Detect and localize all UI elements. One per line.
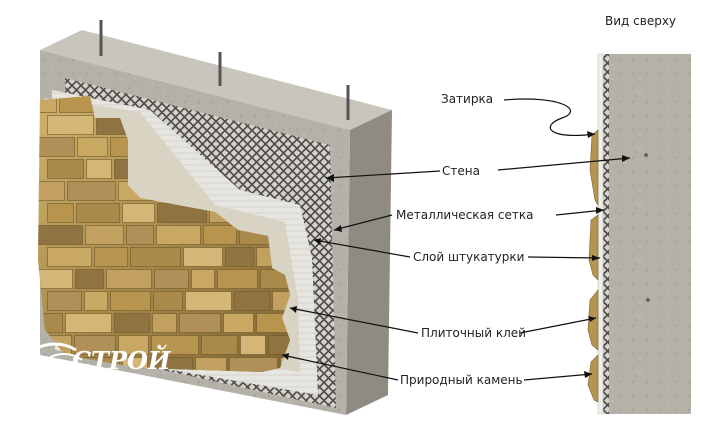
stone-tile: [106, 269, 152, 289]
leader-arrowheads: [282, 131, 630, 378]
wall-side-face: [346, 110, 392, 415]
stone-tile: [195, 357, 227, 372]
stone-tile: [256, 313, 290, 333]
stone-tile: [47, 159, 84, 179]
stone-tile: [179, 313, 221, 333]
stone-tile: [77, 137, 108, 157]
stone-tile: [225, 247, 254, 267]
stone-tile: [240, 335, 266, 355]
stone-tile: [203, 225, 237, 245]
stone-tile: [234, 291, 270, 311]
stone-tile: [38, 313, 63, 333]
section-wall: [609, 54, 691, 414]
stone-tile: [201, 335, 238, 355]
stone-tile: [85, 225, 124, 245]
stone-tile: [38, 96, 57, 113]
stone-tile: [156, 225, 201, 245]
stone-tile: [74, 335, 116, 355]
label-adhesive: Плиточный клей: [421, 326, 526, 340]
label-plaster: Слой штукатурки: [413, 250, 525, 264]
stone-tile: [223, 313, 254, 333]
stone-tile: [130, 247, 181, 267]
stone-tile: [94, 247, 128, 267]
leader-lines: [281, 98, 631, 381]
stone-tile: [217, 269, 258, 289]
stone-tile: [110, 291, 151, 311]
stone-tile: [67, 181, 116, 201]
wall-top-face: [40, 30, 392, 130]
stone-tile: [47, 291, 82, 311]
label-wall: Стена: [442, 164, 480, 178]
stone-tile: [122, 203, 155, 223]
stone-tile: [47, 203, 74, 223]
stone-tile: [47, 247, 92, 267]
section-plaster: [597, 53, 604, 415]
rebar-rods: [99, 20, 350, 120]
stone-tile: [183, 247, 223, 267]
stone-tile: [114, 313, 150, 333]
logo-subtitle-1: своими: [100, 378, 155, 394]
stone-tile: [191, 269, 215, 289]
stone-tile: [84, 291, 108, 311]
stone-tile: [65, 313, 112, 333]
stone-tile: [151, 335, 199, 355]
stone-tile: [86, 159, 112, 179]
stone-tile: [118, 335, 149, 355]
stone-tile: [153, 291, 183, 311]
stone-tile: [38, 181, 65, 201]
logo-title: СТРОЙ: [72, 346, 171, 375]
label-grout: Затирка: [441, 92, 494, 106]
stone-tile: [229, 357, 278, 372]
stone-tile: [154, 269, 189, 289]
stone-tile: [150, 357, 193, 372]
stone-tile: [272, 291, 290, 311]
stone-tile: [38, 137, 75, 157]
stone-tile: [38, 225, 83, 245]
stone-tile: [76, 203, 120, 223]
logo-subtitle-2: руками: [104, 394, 159, 410]
stone-tile: [152, 313, 177, 333]
label-mesh: Металлическая сетка: [396, 208, 534, 222]
view-from-above-title: Вид сверху: [605, 14, 677, 28]
stone-tile: [75, 269, 104, 289]
stone-tile: [48, 380, 90, 399]
section-stones: [587, 129, 599, 403]
stone-tile: [47, 115, 94, 135]
stone-tile: [185, 291, 232, 311]
logo-emblem: [13, 342, 83, 426]
section-mesh: [603, 54, 609, 414]
stone-tile: [126, 225, 154, 245]
stone-tile: [38, 269, 73, 289]
label-stone: Природный камень: [400, 373, 523, 387]
